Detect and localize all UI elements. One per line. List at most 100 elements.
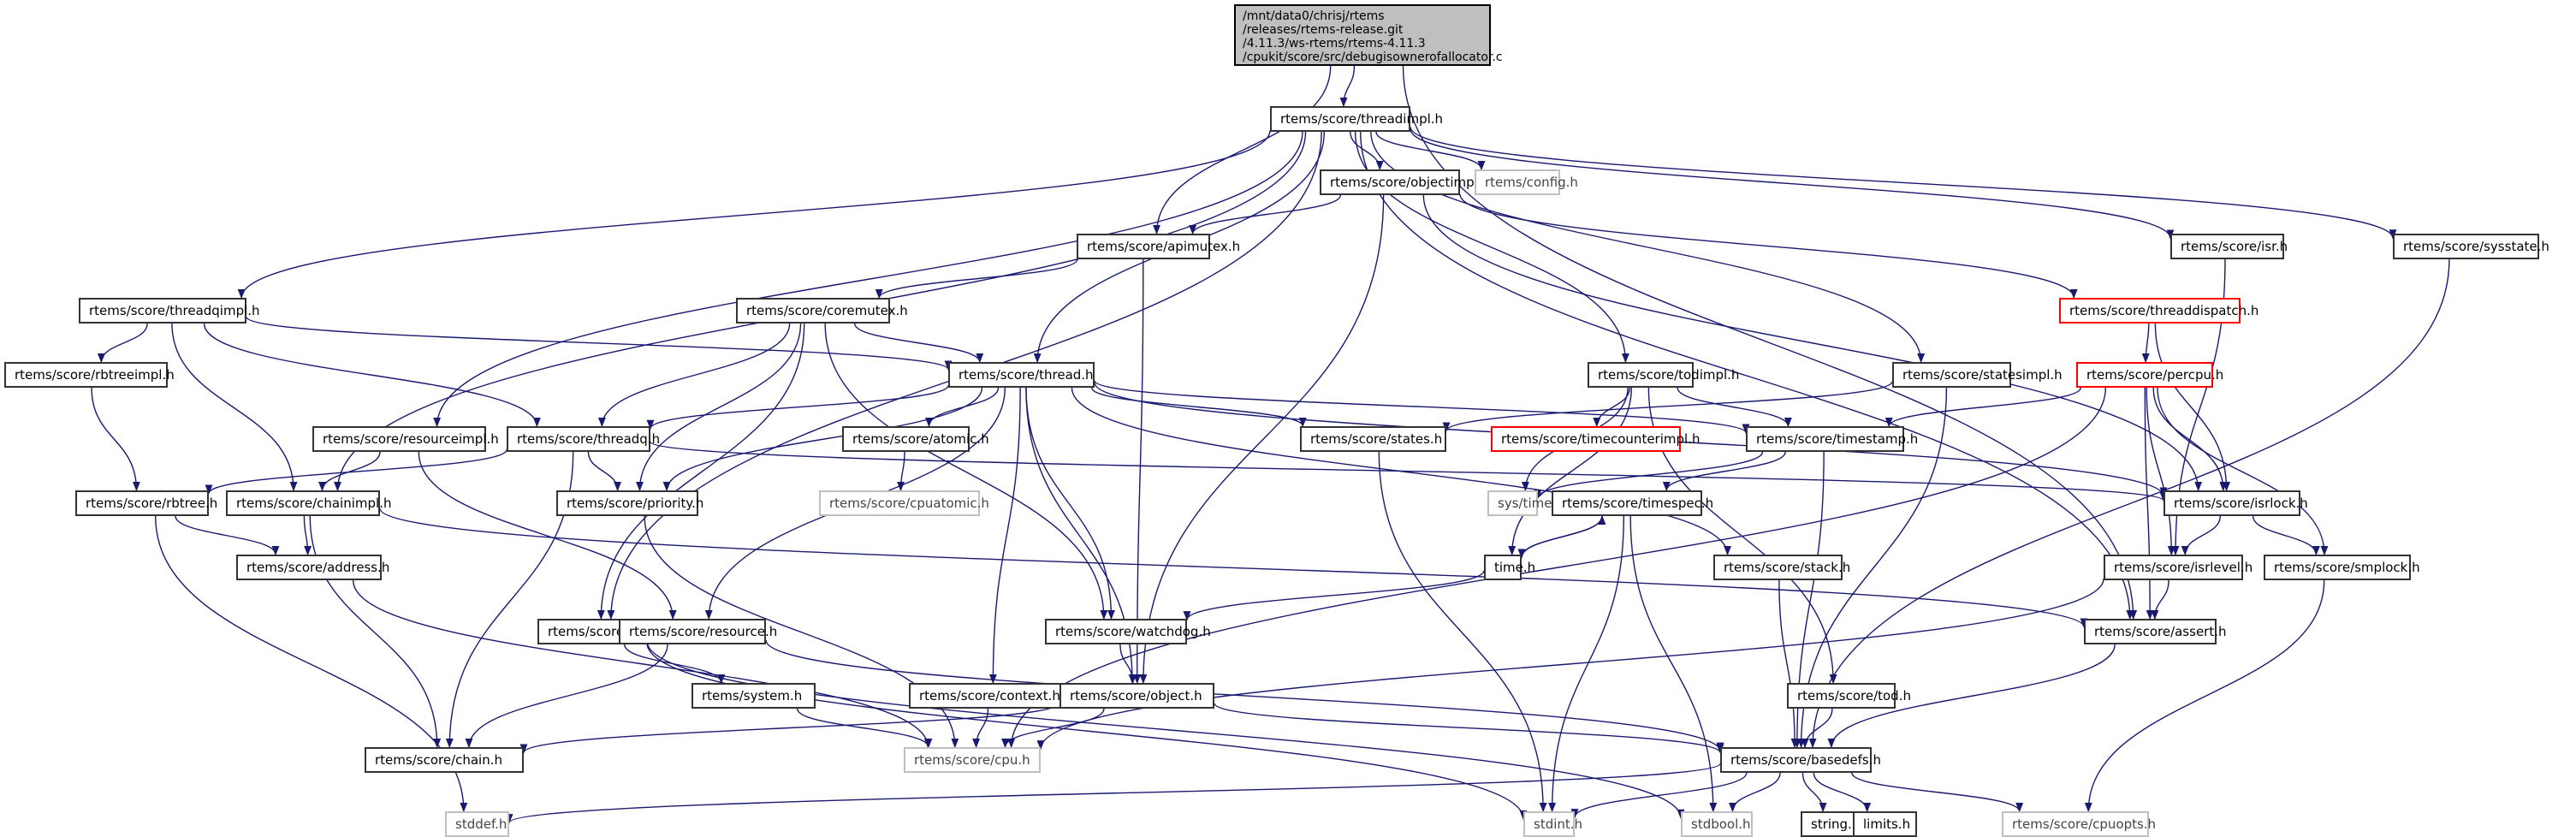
node-coremutex[interactable]: rtems/score/coremutex.h [736,298,908,324]
edge-timestamp-to-systime [1534,451,1764,500]
node-percpu[interactable]: rtems/score/percpu.h [2076,362,2223,388]
node-threadq[interactable]: rtems/score/threadq.h [507,426,660,452]
edge-context-to-cpu [972,708,989,749]
edge-thread-to-states [1091,387,1307,428]
edge-basedefs-to-limits [1813,772,1872,813]
edge-root-to-assert [1402,65,2138,620]
node-resource[interactable]: rtems/score/resource.h [619,619,777,644]
node-object[interactable]: rtems/score/object.h [1059,683,1214,709]
node-isrlevel[interactable]: rtems/score/isrlevel.h [2104,555,2253,580]
edge-timespec-to-stdbool [1629,515,1718,813]
edge-object-to-cpu [1001,708,1105,749]
node-timestamp[interactable]: rtems/score/timestamp.h [1746,426,1918,452]
edge-threadq-to-chain [445,451,574,749]
edge-address-to-cpu [352,579,932,749]
edge-watchdog-to-object [1119,644,1137,685]
edge-objectimpl-to-isrlock [1422,194,2203,492]
edge-threadimpl-to-objectimpl [1350,131,1384,171]
node-apimutex[interactable]: rtems/score/apimutex.h [1077,234,1240,259]
node-basedefs[interactable]: rtems/score/basedefs.h [1720,747,1881,773]
node-config[interactable]: rtems/config.h [1475,169,1578,195]
edge-threadq-to-rbtree [205,449,507,495]
node-watchdog[interactable]: rtems/score/watchdog.h [1045,619,1211,644]
node-timecounterimpl[interactable]: rtems/score/timecounterimpl.h [1491,426,1700,452]
node-stddef[interactable]: stddef.h [445,811,509,837]
edge-resourceimpl-to-chainimpl [318,451,381,492]
node-stdint[interactable]: stdint.h [1523,811,1582,837]
edge-stack-to-basedefs [1778,579,1799,749]
node-smplock[interactable]: rtems/score/smplock.h [2264,555,2420,580]
edge-root-to-threadimpl [1339,65,1356,108]
node-chain[interactable]: rtems/score/chain.h [365,747,524,773]
edge-isrlevel-to-cpu [1036,579,2104,751]
node-threaddispatch[interactable]: rtems/score/threaddispatch.h [2059,298,2258,324]
node-timespec[interactable]: rtems/score/timespec.h [1552,490,1713,516]
edge-statesimpl-to-states [1442,381,1893,432]
node-isrlock[interactable]: rtems/score/isrlock.h [2163,490,2308,516]
edge-interr-to-stdint [646,642,1528,821]
node-chainimpl[interactable]: rtems/score/chainimpl.h [226,490,391,516]
node-priority[interactable]: rtems/score/priority.h [556,490,703,516]
node-rbtree[interactable]: rtems/score/rbtree.h [75,490,217,516]
edge-percpu-to-timestamp [1885,387,2081,428]
node-limits[interactable]: limits.h [1853,811,1917,837]
edge-objectimpl-to-object [1139,194,1385,685]
edge-root-to-apimutex [1153,65,1332,235]
node-sysstate[interactable]: rtems/score/sysstate.h [2393,234,2549,259]
node-stdbool[interactable]: stdbool.h [1681,811,1753,837]
edge-resourceimpl-to-resource [418,451,677,620]
edge-time-to-watchdog [1183,570,1485,621]
node-tod[interactable]: rtems/score/tod.h [1787,683,1911,709]
node-assert[interactable]: rtems/score/assert.h [2084,619,2227,644]
edge-basedefs-to-string [1801,772,1827,813]
node-systime[interactable]: sys/time.h [1487,490,1564,516]
edge-object-to-chain [519,702,1060,754]
node-objectimpl[interactable]: rtems/score/objectimpl.h [1320,169,1490,195]
node-address[interactable]: rtems/score/address.h [236,555,389,580]
edge-coremutex-to-thread [854,323,984,364]
edge-isrlevel-to-assert [2151,579,2169,620]
edge-chainimpl-to-assert [379,508,2088,628]
node-system[interactable]: rtems/system.h [691,683,816,709]
edge-threadqimpl-to-rbtreeimpl [97,323,148,364]
node-statesimpl[interactable]: rtems/score/statesimpl.h [1892,362,2063,388]
node-threadimpl[interactable]: rtems/score/threadimpl.h [1270,106,1443,132]
edge-thread-to-priority [662,387,983,492]
edge-percpu-to-smplock [2157,387,2329,556]
edge-basedefs-to-stdbool [1729,772,1781,813]
edge-thread-to-context [988,387,1021,685]
node-time[interactable]: time.h [1484,555,1535,580]
edge-coremutex-to-threadq [597,323,791,428]
edge-chainimpl-to-address [303,515,312,556]
node-isr[interactable]: rtems/score/isr.h [2170,234,2288,259]
node-rbtreeimpl[interactable]: rtems/score/rbtreeimpl.h [4,362,175,388]
edge-coremutex-to-priority [636,323,802,492]
node-resourceimpl[interactable]: rtems/score/resourceimpl.h [312,426,499,452]
node-atomic[interactable]: rtems/score/atomic.h [842,426,989,452]
edge-apimutex-to-object [1133,258,1144,685]
node-root[interactable]: /mnt/data0/chrisj/rtems /releases/rtems-… [1234,4,1503,66]
node-cpuopts[interactable]: rtems/score/cpuopts.h [2002,811,2156,837]
node-threadqimpl[interactable]: rtems/score/threadqimpl.h [79,298,260,324]
edge-isrlock-to-isrlevel [2181,515,2221,556]
edge-basedefs-to-cpuopts [1851,772,2024,813]
node-thread[interactable]: rtems/score/thread.h [948,362,1095,388]
edge-thread-to-threadq [646,385,949,430]
edge-threadimpl-to-isr [1410,128,2175,240]
node-cpuatomic[interactable]: rtems/score/cpuatomic.h [819,490,989,516]
node-string[interactable]: string.h [1801,811,1860,837]
node-todimpl[interactable]: rtems/score/todimpl.h [1588,362,1739,388]
node-stack[interactable]: rtems/score/stack.h [1713,555,1850,580]
edge-rbtree-to-address [175,515,280,556]
edge-states-to-stdint [1378,451,1547,813]
edge-basedefs-to-stdint [1570,772,1748,819]
edge-object-to-basedefs [1214,703,1724,754]
edge-percpu-to-assert [2144,387,2154,620]
edge-interr-to-stdbool [646,640,1685,819]
node-cpu[interactable]: rtems/score/cpu.h [904,747,1041,773]
edge-assert-to-basedefs [1827,644,2116,749]
node-context[interactable]: rtems/score/context.h [909,683,1075,709]
edge-todimpl-to-time [1508,387,1632,556]
edge-rbtreeimpl-to-rbtree [91,387,140,492]
node-states[interactable]: rtems/score/states.h [1300,426,1446,452]
